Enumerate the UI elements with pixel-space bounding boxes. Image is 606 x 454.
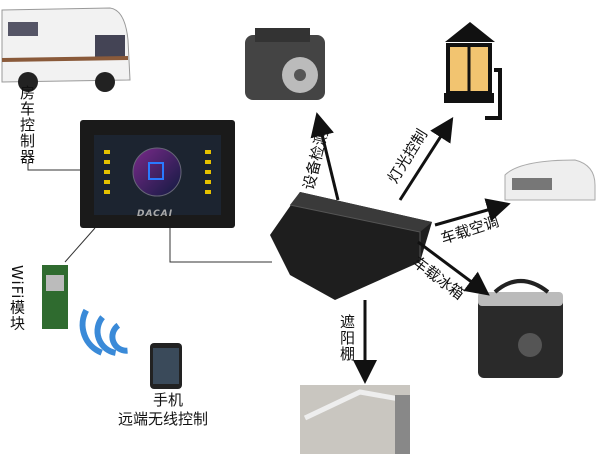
rv-controller-line xyxy=(27,163,90,171)
fridge-image xyxy=(478,279,563,378)
awning-image xyxy=(300,385,410,454)
touch-screen xyxy=(80,120,235,228)
screen-brand: DACAI xyxy=(137,209,174,219)
screen-wifi-line xyxy=(64,227,96,263)
rv-image xyxy=(1,7,131,92)
controller-box xyxy=(270,192,432,300)
screen-controller-line xyxy=(169,228,272,263)
wifi-signal-icon xyxy=(79,308,128,356)
wifi-module-image xyxy=(42,265,68,329)
label-rv-controller: 房车控制器 xyxy=(18,85,36,165)
label-remote-control: 远端无线控制 xyxy=(118,410,209,428)
arrow-device-check xyxy=(310,112,340,201)
air-conditioner-image xyxy=(504,159,596,201)
arrow-fridge xyxy=(417,240,490,296)
label-wifi-module: WiFi模块 xyxy=(8,265,26,332)
engine-image xyxy=(245,28,325,100)
arrows xyxy=(310,112,511,384)
arrow-ac xyxy=(434,198,511,227)
phone-image xyxy=(150,343,182,389)
label-phone: 手机 xyxy=(153,391,184,409)
lantern-image xyxy=(444,22,502,120)
arrow-light xyxy=(398,116,454,201)
label-awning: 遮阳棚 xyxy=(338,314,356,362)
